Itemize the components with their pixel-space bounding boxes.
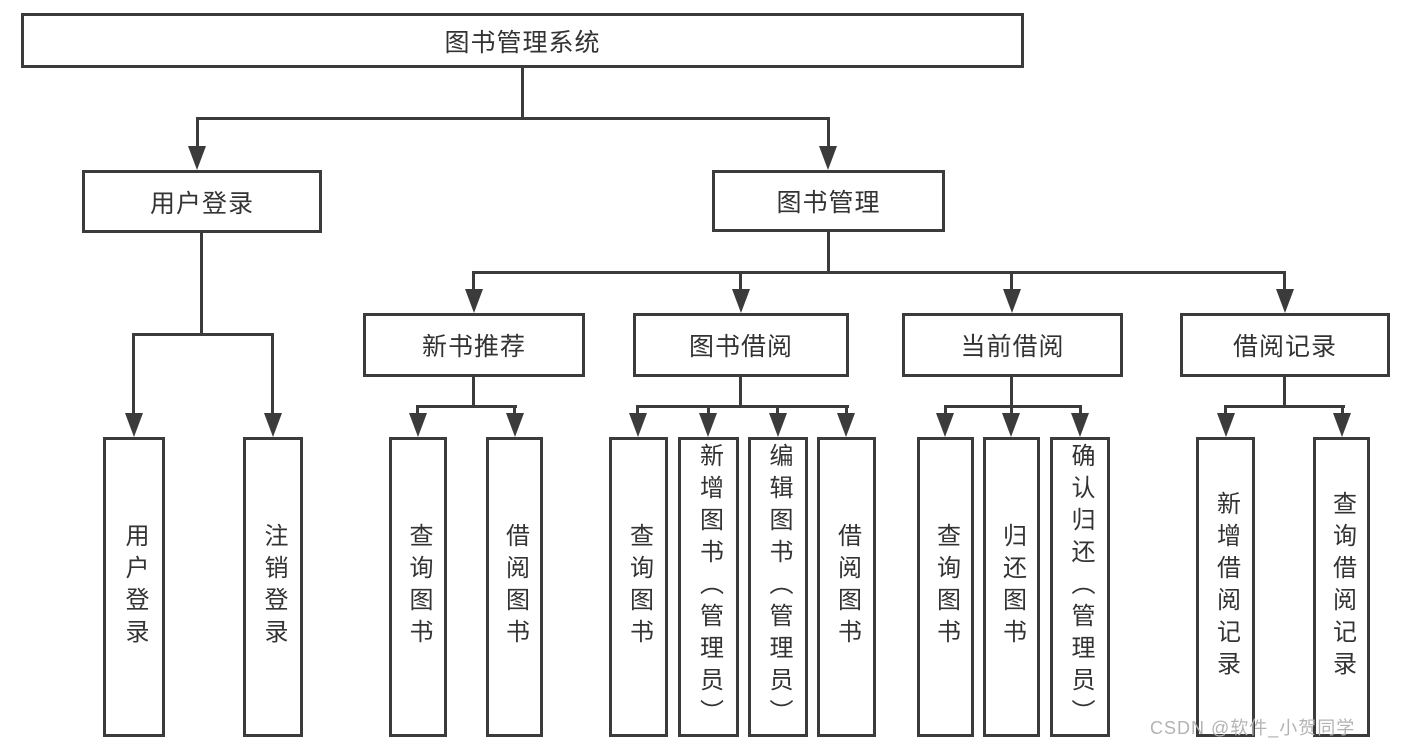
connector-line — [196, 117, 199, 149]
arrowhead-icon — [506, 413, 524, 437]
leaf-user-login: 用户登录 — [103, 437, 165, 737]
leaf-cb-return-book: 归还图书 — [983, 437, 1040, 737]
arrowhead-icon — [125, 413, 143, 437]
arrowhead-icon — [1003, 289, 1021, 313]
node-borrow-records: 借阅记录 — [1180, 313, 1390, 377]
connector-line — [472, 271, 475, 291]
connector-line — [636, 405, 849, 408]
connector-line — [944, 405, 1082, 408]
connector-line — [1283, 377, 1286, 408]
arrowhead-icon — [1217, 413, 1235, 437]
arrowhead-icon — [769, 413, 787, 437]
leaf-bb-query-book-label: 查询图书 — [625, 523, 653, 651]
connector-line — [739, 271, 742, 291]
connector-line — [1010, 377, 1013, 408]
connector-line — [1010, 405, 1013, 415]
connector-line — [196, 117, 830, 120]
connector-line — [1341, 405, 1344, 415]
leaf-cb-confirm-return-admin: 确认归还（管理员） — [1050, 437, 1110, 737]
leaf-logout-label: 注销登录 — [260, 523, 287, 651]
connector-line — [271, 333, 274, 415]
leaf-bb-query-book: 查询图书 — [609, 437, 668, 737]
leaf-br-add-record-label: 新增借阅记录 — [1212, 491, 1240, 683]
leaf-rec-borrow-book: 借阅图书 — [486, 437, 543, 737]
arrowhead-icon — [264, 413, 282, 437]
arrowhead-icon — [409, 413, 427, 437]
connector-line — [1224, 405, 1227, 415]
leaf-bb-borrow-book-label: 借阅图书 — [833, 523, 861, 651]
connector-line — [707, 405, 710, 415]
arrowhead-icon — [837, 413, 855, 437]
connector-line — [1224, 405, 1345, 408]
connector-line — [513, 405, 516, 415]
leaf-br-query-record-label: 查询借阅记录 — [1328, 491, 1356, 683]
leaf-rec-query-book-label: 查询图书 — [405, 523, 432, 651]
connector-line — [827, 117, 830, 149]
arrowhead-icon — [732, 289, 750, 313]
connector-line — [521, 68, 524, 118]
node-current-borrow: 当前借阅 — [902, 313, 1123, 377]
leaf-bb-edit-book-admin-label: 编辑图书（管理员） — [765, 443, 792, 731]
node-root: 图书管理系统 — [21, 13, 1024, 68]
node-book-management: 图书管理 — [712, 170, 945, 232]
connector-line — [944, 405, 947, 415]
leaf-rec-query-book: 查询图书 — [389, 437, 447, 737]
connector-line — [416, 405, 419, 415]
leaf-bb-add-book-admin-label: 新增图书（管理员） — [695, 443, 723, 731]
connector-line — [739, 377, 742, 408]
connector-line — [132, 333, 274, 336]
arrowhead-icon — [699, 413, 717, 437]
connector-line — [827, 232, 830, 274]
connector-line — [416, 405, 517, 408]
arrowhead-icon — [1071, 413, 1089, 437]
leaf-cb-return-book-label: 归还图书 — [998, 523, 1026, 651]
leaf-cb-query-book-label: 查询图书 — [932, 523, 960, 651]
connector-line — [636, 405, 639, 415]
arrowhead-icon — [936, 413, 954, 437]
arrowhead-icon — [465, 289, 483, 313]
arrowhead-icon — [1002, 413, 1020, 437]
leaf-cb-confirm-return-admin-label: 确认归还（管理员） — [1067, 443, 1094, 731]
connector-line — [200, 233, 203, 336]
connector-line — [472, 377, 475, 408]
node-new-book-recommend: 新书推荐 — [363, 313, 585, 377]
arrowhead-icon — [1276, 289, 1294, 313]
node-book-borrow: 图书借阅 — [633, 313, 849, 377]
connector-line — [845, 405, 848, 415]
leaf-cb-query-book: 查询图书 — [917, 437, 974, 737]
arrowhead-icon — [629, 413, 647, 437]
connector-line — [1079, 405, 1082, 415]
csdn-watermark: CSDN @软件_小贺同学 — [1150, 718, 1356, 738]
leaf-bb-add-book-admin: 新增图书（管理员） — [678, 437, 739, 737]
leaf-bb-edit-book-admin: 编辑图书（管理员） — [748, 437, 808, 737]
leaf-user-login-label: 用户登录 — [121, 523, 148, 651]
leaf-logout: 注销登录 — [243, 437, 303, 737]
leaf-br-query-record: 查询借阅记录 — [1313, 437, 1370, 737]
leaf-bb-borrow-book: 借阅图书 — [817, 437, 876, 737]
arrowhead-icon — [819, 146, 837, 170]
connector-line — [776, 405, 779, 415]
leaf-br-add-record: 新增借阅记录 — [1196, 437, 1255, 737]
node-user-login: 用户登录 — [82, 170, 322, 233]
connector-line — [132, 333, 135, 415]
connector-line — [472, 271, 1286, 274]
arrowhead-icon — [1333, 413, 1351, 437]
leaf-rec-borrow-book-label: 借阅图书 — [501, 523, 529, 651]
connector-line — [1283, 271, 1286, 291]
connector-line — [1010, 271, 1013, 291]
arrowhead-icon — [188, 146, 206, 170]
